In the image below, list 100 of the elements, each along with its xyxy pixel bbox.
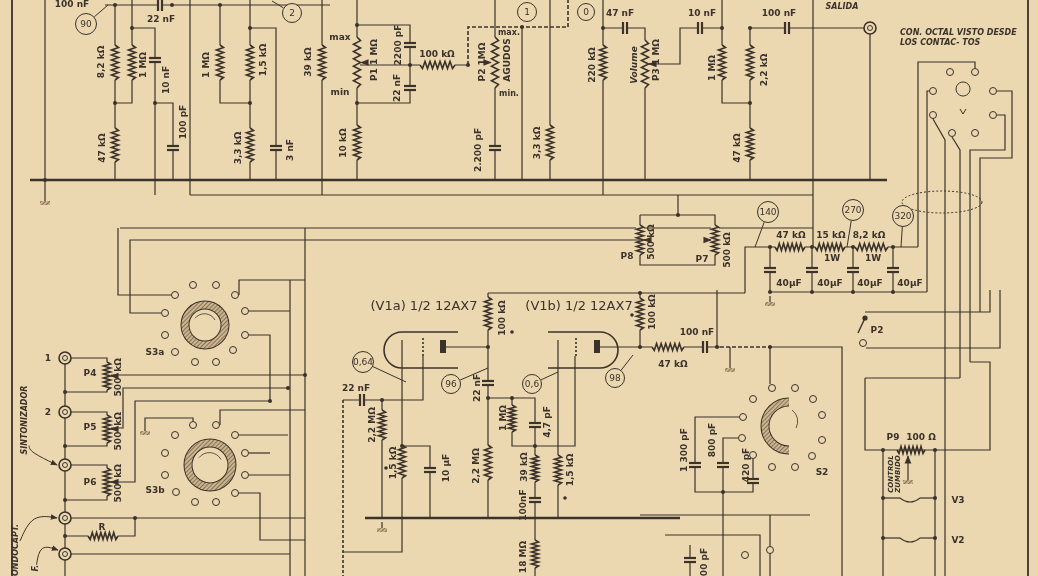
component-label: kΩ bbox=[113, 412, 123, 426]
component-label: 1 300 pF bbox=[679, 428, 689, 472]
component-label: 500 kΩ bbox=[646, 224, 656, 260]
component-label: 2,2 MΩ bbox=[367, 407, 377, 443]
pointer-arrow bbox=[36, 545, 59, 566]
callout-circle: 0,6 bbox=[522, 374, 542, 394]
component-label: Volume bbox=[629, 46, 639, 84]
component-label: min bbox=[330, 87, 350, 97]
component-label: P9 bbox=[886, 432, 900, 442]
input-label: F. bbox=[32, 564, 40, 572]
component-label: 8,2 kΩ bbox=[852, 230, 886, 240]
component-label: 1 MΩ bbox=[707, 55, 717, 81]
component-label: P1 1 MΩ bbox=[369, 39, 379, 81]
callout-circle: 90 bbox=[75, 13, 97, 35]
component-label: 100 pF bbox=[178, 104, 188, 140]
leader-line bbox=[540, 371, 559, 381]
component-label: 10 µF bbox=[441, 453, 451, 483]
component-label: P6 bbox=[83, 477, 97, 487]
callout-circle: 1 bbox=[517, 2, 537, 22]
component-label: 100 kΩ bbox=[497, 300, 507, 336]
callout-circle: 0,64 bbox=[352, 351, 374, 373]
pointer-arrow bbox=[28, 445, 58, 466]
component-label: SALIDA bbox=[825, 3, 859, 11]
leader-line bbox=[271, 0, 284, 9]
component-label: 100 Ω bbox=[906, 432, 936, 442]
component-label: 220 kΩ bbox=[587, 47, 597, 83]
component-label: R bbox=[98, 522, 106, 532]
callout-circle: 270 bbox=[842, 199, 864, 221]
component-label: kΩ bbox=[113, 358, 123, 372]
component-label: 1 MΩ bbox=[498, 405, 508, 431]
leader-line bbox=[459, 367, 489, 381]
component-label: min. bbox=[499, 90, 519, 98]
component-label: P8 bbox=[620, 251, 634, 261]
component-label: 1 MΩ bbox=[138, 52, 148, 78]
callout-circle: 2 bbox=[282, 3, 302, 23]
component-label: 2200 pF bbox=[393, 24, 403, 66]
component-label: 18 MΩ bbox=[518, 540, 528, 574]
component-label: 40µF bbox=[857, 278, 883, 288]
note-text: CON. OCTAL VISTO DESDE LOS CONTAC- TOS bbox=[900, 28, 1018, 48]
component-label: 2 bbox=[44, 407, 52, 417]
leader-line bbox=[754, 221, 765, 248]
component-label: P5 bbox=[83, 422, 97, 432]
component-label: 40µF bbox=[817, 278, 843, 288]
component-label: kΩ bbox=[113, 464, 123, 478]
component-label: 500 bbox=[113, 483, 123, 503]
component-label: 47 kΩ bbox=[732, 133, 742, 163]
callout-circle: 96 bbox=[441, 374, 461, 394]
component-label: 1,5 kΩ bbox=[565, 453, 575, 487]
component-label: 00 pF bbox=[699, 547, 709, 576]
component-label: max bbox=[329, 32, 351, 42]
component-label: 8,2 kΩ bbox=[96, 45, 106, 79]
component-label: 3 nF bbox=[285, 139, 295, 161]
callout-circle: 320 bbox=[892, 205, 914, 227]
leader-line bbox=[900, 226, 903, 248]
component-label: P7 bbox=[695, 254, 709, 264]
component-label: 1,5 kΩ bbox=[388, 446, 398, 480]
component-label: 2,2 MΩ bbox=[471, 448, 481, 484]
component-label: S2 bbox=[815, 467, 829, 477]
tube-label: (V1a) 1/2 12AX7 bbox=[370, 298, 478, 312]
callout-circle: 98 bbox=[605, 368, 625, 388]
input-label: ONDOCAPT. bbox=[12, 524, 20, 576]
component-label: 10 nF bbox=[161, 65, 171, 95]
component-label: 47 kΩ bbox=[97, 133, 107, 163]
component-label: max. bbox=[498, 29, 520, 37]
component-label: 40µF bbox=[897, 278, 923, 288]
callout-circle: 0 bbox=[577, 3, 595, 21]
component-label: 22 nF bbox=[392, 73, 402, 103]
component-label: 2.200 pF bbox=[473, 127, 483, 173]
component-label: 1W bbox=[864, 253, 882, 263]
component-label: P4 bbox=[83, 368, 97, 378]
leader-line bbox=[620, 354, 634, 371]
component-label: 4,7 pF bbox=[542, 406, 552, 438]
component-label: 22 nF bbox=[341, 383, 371, 393]
component-label: 420 pF bbox=[741, 447, 751, 483]
component-label: 10 nF bbox=[687, 8, 717, 18]
component-label: 500 bbox=[113, 431, 123, 451]
leader-line bbox=[372, 366, 407, 383]
component-label: V3 bbox=[951, 495, 965, 505]
component-label: 40µF bbox=[776, 278, 802, 288]
component-label: 800 pF bbox=[707, 422, 717, 458]
leader-line bbox=[846, 220, 852, 248]
component-label: S3a bbox=[145, 347, 165, 357]
component-label: V2 bbox=[951, 535, 965, 545]
input-label: SINTONIZADOR bbox=[21, 385, 29, 455]
pointer-arrow bbox=[19, 514, 58, 542]
component-label: 100 kΩ bbox=[647, 294, 657, 330]
component-label: 100 kΩ bbox=[419, 49, 455, 59]
component-label: 10 kΩ bbox=[338, 128, 348, 158]
component-label: 1 bbox=[44, 353, 52, 363]
component-label: 39 kΩ bbox=[519, 452, 529, 482]
tube-label: (V1b) 1/2 12AX7 bbox=[525, 298, 633, 312]
component-label: 3,3 kΩ bbox=[233, 131, 243, 165]
component-label: 500 bbox=[113, 377, 123, 397]
component-label: 2,2 kΩ bbox=[759, 53, 769, 87]
component-label: 1W bbox=[823, 253, 841, 263]
component-label: 39 kΩ bbox=[303, 47, 313, 77]
component-label: S3b bbox=[145, 485, 165, 495]
leader-line bbox=[93, 4, 109, 18]
component-label: 500 kΩ bbox=[722, 232, 732, 268]
component-label: P2 bbox=[870, 325, 884, 335]
